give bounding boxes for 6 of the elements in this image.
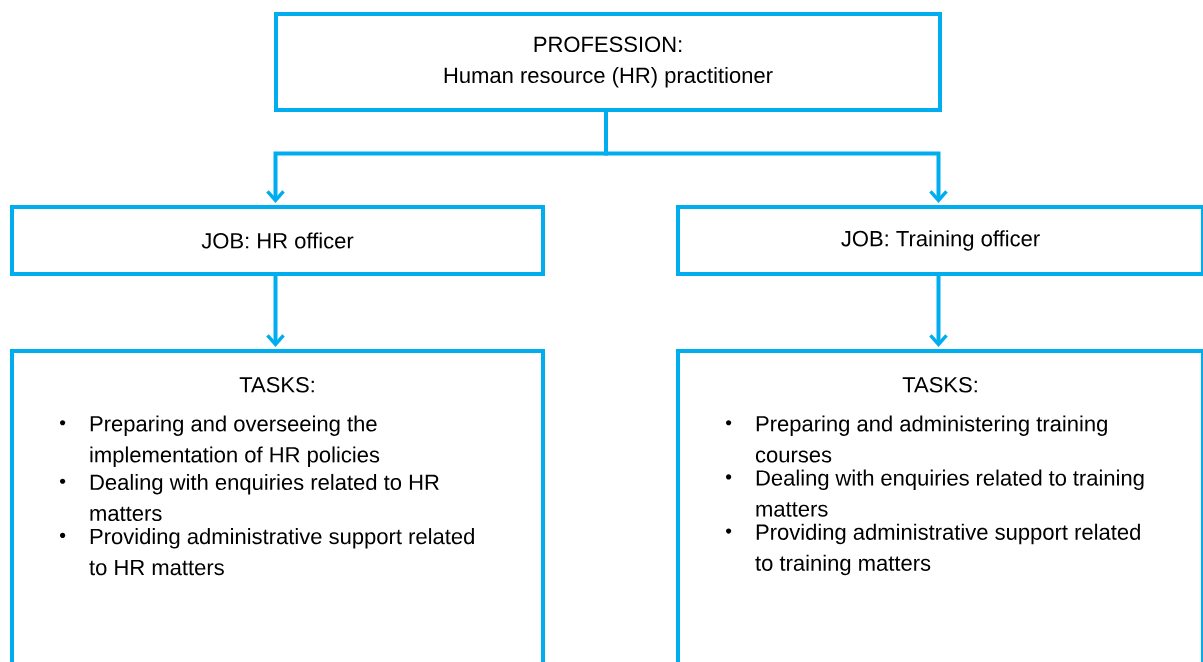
job-box: JOB: HR officer [10, 205, 545, 276]
job-box: JOB: Training officer [676, 205, 1203, 276]
task-list-box: TASKS: Preparing and overseeing the implementation of HR policies Dealing with enquiries related to HR matters Providing administrative support related to HR matters [10, 349, 545, 662]
profession-box: PROFESSION: Human resource (HR) practitioner [274, 12, 942, 112]
arrow [604, 108, 948, 203]
task-list-box: TASKS: Preparing and administering training courses Dealing with enquiries related to training matters Providing administrative support related to training matters [676, 349, 1203, 662]
